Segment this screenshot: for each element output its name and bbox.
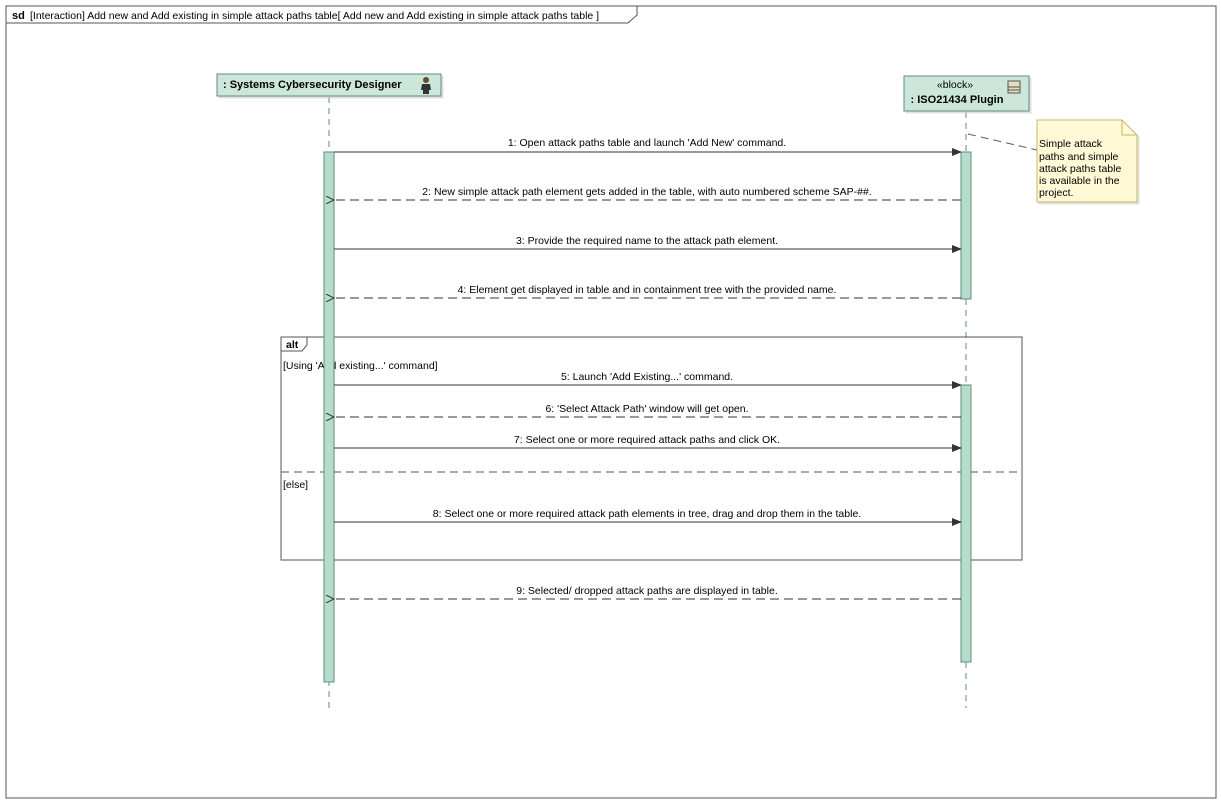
message-label: 9: Selected/ dropped attack paths are di… — [516, 585, 778, 597]
alt-fragment[interactable]: alt [Using 'Add existing...' command] [e… — [280, 336, 1023, 561]
note-line-1: Simple attack — [1039, 138, 1103, 150]
message-1[interactable]: 1: Open attack paths table and launch 'A… — [334, 137, 962, 156]
frame-title: [Interaction] Add new and Add existing i… — [30, 10, 599, 22]
message-7[interactable]: 7: Select one or more required attack pa… — [334, 434, 962, 452]
message-3[interactable]: 3: Provide the required name to the atta… — [334, 235, 962, 253]
message-label: 1: Open attack paths table and launch 'A… — [508, 137, 786, 149]
diagram-frame — [5, 5, 1217, 799]
message-5[interactable]: 5: Launch 'Add Existing...' command. — [334, 371, 962, 389]
frame-title-tab — [5, 5, 638, 24]
note-line-3: attack paths table — [1039, 163, 1121, 175]
message-6[interactable]: 6: 'Select Attack Path' window will get … — [334, 403, 961, 417]
message-label: 4: Element get displayed in table and in… — [458, 284, 837, 296]
message-8[interactable]: 8: Select one or more required attack pa… — [334, 508, 962, 526]
plugin-name: : ISO21434 Plugin — [911, 94, 1004, 106]
guard-1: [Using 'Add existing...' command] — [283, 360, 438, 372]
plugin-activation-1 — [960, 151, 972, 300]
fragment-operator: alt — [286, 339, 299, 351]
message-4[interactable]: 4: Element get displayed in table and in… — [334, 284, 961, 298]
lifeline-head-designer[interactable]: : Systems Cybersecurity Designer — [216, 73, 442, 97]
message-9[interactable]: 9: Selected/ dropped attack paths are di… — [334, 585, 961, 599]
note-line-5: project. — [1039, 187, 1073, 199]
message-label: 7: Select one or more required attack pa… — [514, 434, 780, 446]
message-label: 2: New simple attack path element gets a… — [422, 186, 871, 198]
note[interactable]: Simple attack paths and simple attack pa… — [1036, 119, 1138, 203]
plugin-stereotype: «block» — [937, 79, 973, 91]
designer-activation — [323, 151, 335, 683]
message-label: 3: Provide the required name to the atta… — [516, 235, 778, 247]
note-anchor — [967, 133, 1038, 151]
note-line-4: is available in the — [1039, 175, 1120, 187]
message-label: 6: 'Select Attack Path' window will get … — [545, 403, 748, 415]
plugin-activation-2 — [960, 384, 972, 663]
note-line-2: paths and simple — [1039, 151, 1119, 163]
guard-2: [else] — [283, 479, 308, 491]
designer-name: : Systems Cybersecurity Designer — [223, 79, 402, 91]
message-label: 8: Select one or more required attack pa… — [433, 508, 861, 520]
message-label: 5: Launch 'Add Existing...' command. — [561, 371, 733, 383]
frame-keyword: sd — [12, 10, 25, 22]
block-icon — [1007, 80, 1021, 94]
lifeline-head-plugin[interactable]: «block» : ISO21434 Plugin — [903, 75, 1030, 112]
actor-icon — [421, 77, 431, 94]
message-2[interactable]: 2: New simple attack path element gets a… — [334, 186, 961, 200]
